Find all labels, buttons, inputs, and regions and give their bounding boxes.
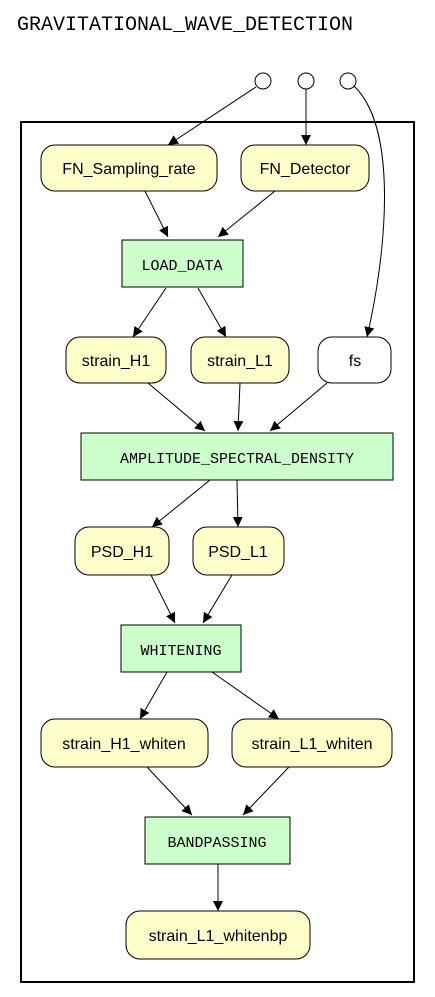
edge-psd-l1-to-whitening (202, 574, 233, 624)
node-label: FN_Detector (260, 161, 351, 178)
edge-strain-h1-whiten-to-bandpassing (146, 766, 193, 816)
step-label: LOAD_DATA (141, 258, 222, 275)
edge-port-to-fs (353, 85, 385, 338)
step-label: WHITENING (140, 643, 221, 660)
node-psd-l1: PSD_L1 (192, 526, 285, 576)
edge-sampling-rate-to-load-data (144, 190, 169, 238)
edge-whitening-to-strain-l1-whiten (211, 671, 280, 720)
edge-load-data-to-strain-l1 (197, 287, 227, 338)
node-label: strain_H1_whiten (62, 736, 186, 753)
node-label: FN_Sampling_rate (62, 161, 196, 178)
node-strain-l1-whiten: strain_L1_whiten (231, 718, 393, 768)
node-label: strain_L1 (207, 353, 273, 370)
input-port-detector (297, 72, 315, 90)
node-strain-l1-whitenbp: strain_L1_whitenbp (125, 910, 311, 960)
edge-port-to-sampling-rate (167, 86, 257, 146)
workflow-frame (20, 121, 415, 983)
input-port-fs (339, 72, 357, 90)
edge-load-data-to-strain-h1 (132, 287, 167, 338)
node-label: strain_H1 (82, 353, 151, 370)
node-strain-h1: strain_H1 (65, 336, 167, 384)
edge-asd-to-psd-h1 (151, 479, 211, 528)
edge-strain-l1-whiten-to-bandpassing (242, 766, 290, 816)
edge-detector-to-load-data (217, 190, 276, 238)
edges (132, 85, 385, 911)
node-label: PSD_L1 (208, 544, 268, 561)
node-psd-h1: PSD_H1 (74, 526, 170, 576)
node-label: fs (349, 353, 361, 370)
node-label: PSD_H1 (91, 544, 153, 561)
node-fs: fs (317, 336, 392, 384)
node-strain-l1: strain_L1 (190, 336, 290, 384)
edge-whitening-to-strain-h1-whiten (139, 671, 168, 720)
step-whitening: WHITENING (120, 624, 242, 673)
diagram-title: GRAVITATIONAL_WAVE_DETECTION (17, 14, 353, 37)
step-load-data: LOAD_DATA (121, 239, 244, 288)
node-fn-sampling-rate: FN_Sampling_rate (40, 144, 218, 192)
node-strain-h1-whiten: strain_H1_whiten (40, 718, 209, 768)
node-fn-detector: FN_Detector (240, 144, 370, 192)
step-amplitude-spectral-density: AMPLITUDE_SPECTRAL_DENSITY (80, 432, 394, 481)
step-label: BANDPASSING (167, 835, 266, 852)
step-bandpassing: BANDPASSING (144, 816, 291, 865)
edge-psd-h1-to-whitening (150, 574, 176, 624)
step-label: AMPLITUDE_SPECTRAL_DENSITY (120, 451, 354, 468)
node-label: strain_L1_whitenbp (149, 928, 288, 945)
edge-strain-h1-to-asd (147, 382, 206, 432)
edge-fs-to-asd (269, 382, 328, 432)
input-port-sampling-rate (254, 72, 272, 90)
node-label: strain_L1_whiten (252, 736, 373, 753)
edge-strain-l1-to-asd (233, 382, 244, 432)
edge-asd-to-psd-l1 (232, 479, 243, 528)
